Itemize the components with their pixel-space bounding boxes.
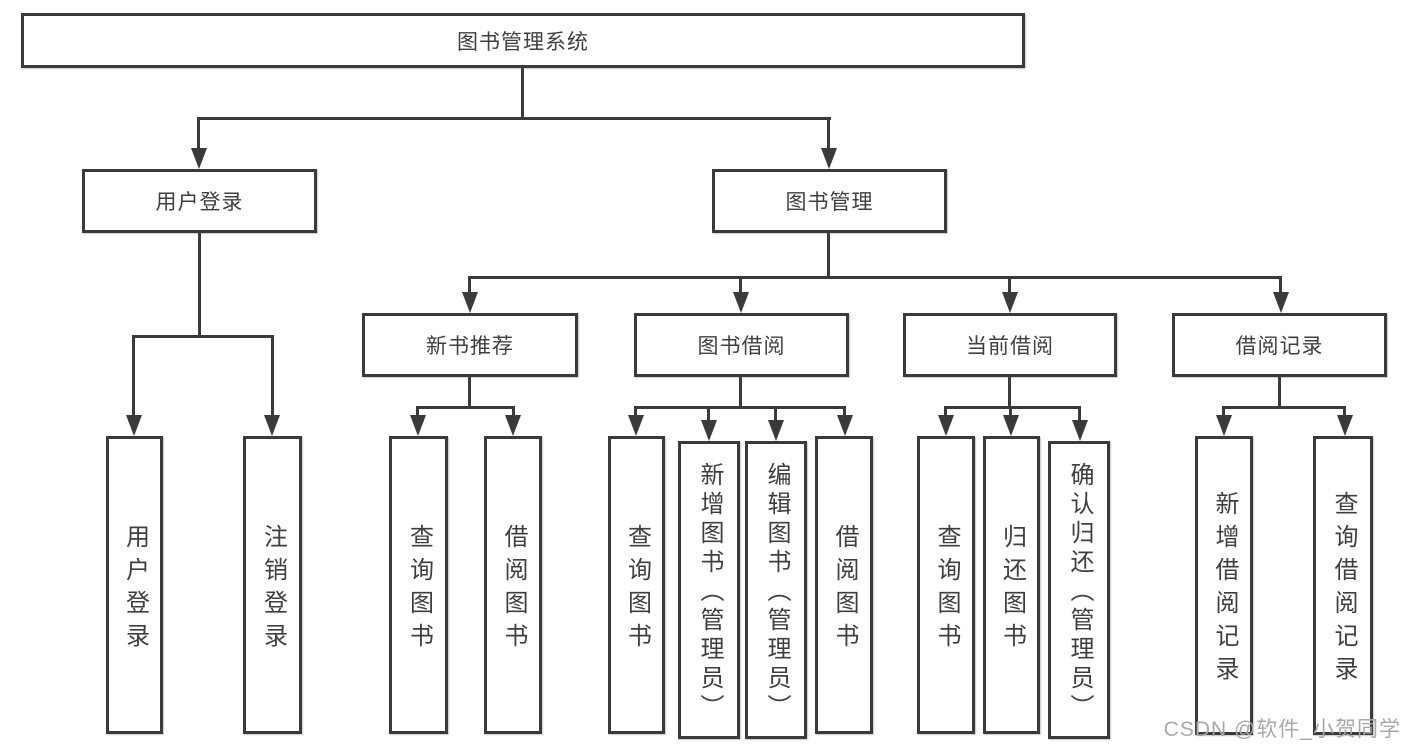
node-new-book-recommend: 新书推荐 — [362, 313, 578, 377]
leaf-add-book-admin: 新增图书（管理员） — [678, 441, 740, 739]
connector-line — [1222, 406, 1346, 409]
arrowhead-down — [1003, 415, 1019, 436]
connector-line — [416, 406, 515, 409]
leaf-edit-book-admin: 编辑图书（管理员） — [745, 441, 807, 739]
connector-line — [1008, 276, 1011, 296]
arrowhead-down — [1273, 292, 1289, 313]
leaf-label: 新增借阅记录 — [1211, 491, 1238, 689]
leaf-label: 借阅图书 — [831, 523, 858, 656]
connector-line — [827, 233, 830, 279]
connector-line — [634, 406, 637, 420]
leaf-query-books-current: 查询图书 — [917, 436, 975, 734]
arrowhead-down — [1002, 292, 1018, 313]
leaf-label: 用户登录 — [121, 523, 149, 656]
connector-line — [827, 117, 830, 153]
connector-line — [843, 406, 846, 420]
connector-line — [512, 406, 515, 420]
connector-line — [468, 276, 1282, 279]
leaf-label: 查询图书 — [405, 523, 433, 656]
connector-line — [944, 406, 947, 420]
arrowhead-down — [628, 415, 644, 436]
connector-line — [1078, 406, 1081, 424]
connector-line — [468, 377, 471, 409]
arrowhead-down — [410, 415, 426, 436]
arrowhead-down — [768, 420, 784, 441]
leaf-label: 借阅图书 — [500, 523, 527, 656]
connector-line — [739, 276, 742, 296]
arrowhead-down — [264, 415, 280, 436]
node-borrow-records: 借阅记录 — [1172, 313, 1387, 377]
node-book-management: 图书管理 — [712, 169, 947, 233]
leaf-logout: 注销登录 — [243, 436, 302, 734]
connector-line — [774, 406, 777, 424]
node-label: 图书借阅 — [697, 335, 786, 358]
leaf-user-login: 用户登录 — [106, 436, 163, 734]
node-library-system: 图书管理系统 — [21, 13, 1025, 68]
node-label: 当前借阅 — [966, 335, 1054, 358]
connector-line — [1278, 377, 1281, 409]
leaf-return-book: 归还图书 — [983, 436, 1040, 734]
arrowhead-down — [938, 415, 954, 436]
node-label: 图书管理 — [785, 191, 874, 214]
connector-line — [521, 66, 524, 120]
leaf-confirm-return-admin: 确认归还（管理员） — [1048, 441, 1110, 739]
arrowhead-down — [837, 415, 853, 436]
connector-line — [739, 377, 742, 409]
connector-line — [271, 335, 274, 420]
node-label: 新书推荐 — [426, 335, 514, 358]
node-book-borrow: 图书借阅 — [634, 313, 849, 377]
arrowhead-down — [733, 292, 749, 313]
connector-line — [416, 406, 419, 420]
arrowhead-down — [126, 415, 142, 436]
leaf-label: 新增图书（管理员） — [696, 462, 723, 723]
node-label: 借阅记录 — [1235, 335, 1324, 358]
leaf-label: 查询图书 — [623, 523, 651, 656]
connector-line — [1008, 377, 1011, 409]
connector-line — [1279, 276, 1282, 296]
arrowhead-down — [821, 148, 837, 169]
leaf-label: 确认归还（管理员） — [1066, 462, 1093, 723]
connector-line — [634, 406, 846, 409]
node-label: 图书管理系统 — [457, 30, 589, 54]
connector-line — [1343, 406, 1346, 420]
leaf-query-borrow-record: 查询借阅记录 — [1313, 436, 1373, 735]
connector-line — [468, 276, 471, 296]
leaf-label: 查询图书 — [933, 523, 960, 656]
connector-line — [132, 335, 274, 338]
connector-line — [944, 406, 1081, 409]
connector-line — [707, 406, 710, 424]
leaf-label: 查询借阅记录 — [1330, 491, 1357, 689]
arrowhead-down — [462, 292, 478, 313]
connector-line — [132, 335, 135, 420]
arrowhead-down — [1216, 415, 1232, 436]
csdn-watermark: CSDN @软件_小贺同学 — [1163, 718, 1401, 741]
connector-line — [197, 117, 831, 120]
arrowhead-down — [1337, 415, 1353, 436]
connector-line — [198, 233, 201, 338]
arrowhead-down — [505, 415, 521, 436]
leaf-query-books-recommend: 查询图书 — [389, 436, 448, 734]
connector-line — [197, 117, 200, 153]
leaf-query-books-borrow: 查询图书 — [608, 436, 665, 734]
leaf-label: 归还图书 — [998, 523, 1026, 656]
arrowhead-down — [701, 420, 717, 441]
connector-line — [1222, 406, 1225, 420]
leaf-label: 编辑图书（管理员） — [763, 462, 790, 723]
connector-line — [1009, 406, 1012, 420]
arrowhead-down — [1072, 420, 1088, 441]
node-user-login: 用户登录 — [82, 169, 317, 233]
leaf-borrow-books-recommend: 借阅图书 — [484, 436, 542, 734]
leaf-borrow-books: 借阅图书 — [815, 436, 873, 734]
arrowhead-down — [191, 148, 207, 169]
leaf-label: 注销登录 — [259, 523, 287, 656]
node-label: 用户登录 — [155, 191, 244, 214]
leaf-add-borrow-record: 新增借阅记录 — [1195, 436, 1253, 735]
node-current-borrow: 当前借阅 — [903, 313, 1117, 377]
